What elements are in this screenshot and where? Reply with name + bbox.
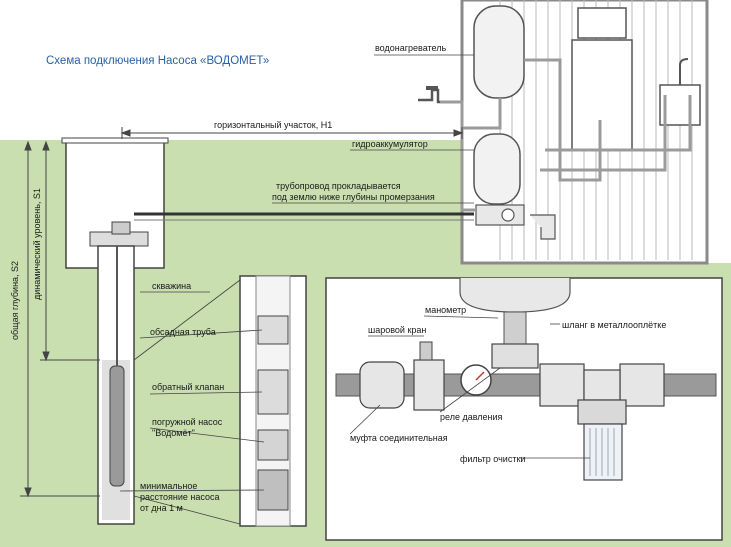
well-shaft — [97, 245, 135, 525]
label-coupling: муфта соединительная — [350, 433, 448, 443]
label-min-distance-line2: расстояние насоса — [140, 492, 220, 502]
house-pipes — [440, 58, 692, 212]
underground-pipeline — [134, 212, 474, 221]
label-filter: фильтр очистки — [460, 454, 525, 464]
label-hose: шланг в металлооплётке — [562, 320, 666, 330]
label-horizontal-section: горизонтальный участок, H1 — [214, 120, 332, 130]
label-manometer: манометр — [425, 305, 466, 315]
label-pump-line2: "Водомёт" — [152, 428, 195, 438]
label-well: скважина — [152, 281, 191, 291]
dynamic-level-dimension — [40, 140, 100, 362]
pipe-detail — [239, 275, 307, 527]
zoom-lines — [133, 279, 241, 525]
label-min-distance-line1: минимальное — [140, 481, 197, 491]
label-ball-valve: шаровой кран — [368, 325, 426, 335]
label-pipeline-line2: под землю ниже глубины промерзания — [272, 192, 435, 202]
fittings-detail-panel — [325, 277, 723, 541]
label-dynamic-level: динамический уровень, S1 — [32, 188, 42, 300]
label-water-heater: водонагреватель — [375, 43, 446, 53]
water-heater — [473, 5, 525, 99]
leader-lines — [119, 54, 590, 492]
label-pump-line1: погружной насос — [152, 417, 223, 427]
accumulator — [473, 133, 556, 240]
tap-icon — [418, 86, 458, 104]
label-pipeline-line1: трубопровод прокладывается — [276, 181, 401, 191]
diagram-title: Схема подключения Насоса «ВОДОМЕТ» — [46, 55, 269, 67]
label-total-depth: общая глубина, S2 — [10, 261, 20, 340]
label-min-distance-line3: от дна 1 м — [140, 503, 183, 513]
total-depth-dimension — [20, 140, 100, 498]
label-casing: обсадная труба — [150, 327, 216, 337]
label-pressure-relay: реле давления — [440, 412, 503, 422]
horizontal-dimension — [120, 127, 464, 139]
label-check-valve: обратный клапан — [152, 382, 224, 392]
label-accumulator: гидроаккумулятор — [352, 139, 428, 149]
